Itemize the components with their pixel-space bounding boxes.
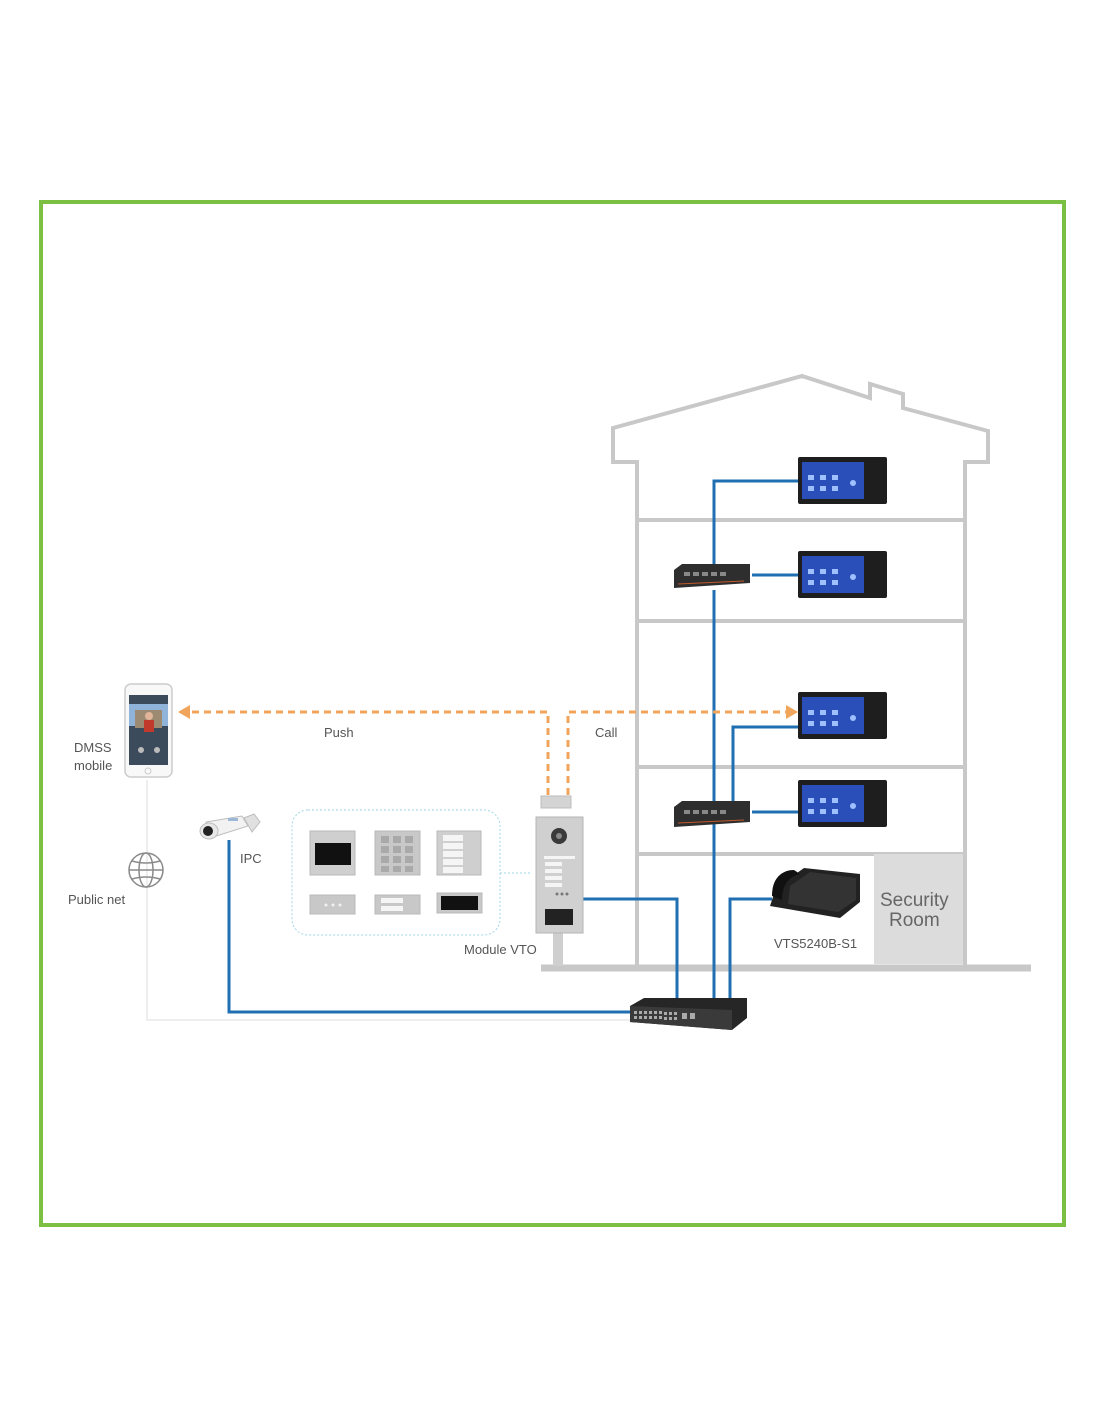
cable-floor3-monitor xyxy=(731,725,798,803)
building-roof xyxy=(611,373,990,965)
indoor-monitor xyxy=(798,457,887,504)
security-room-label-line2: Room xyxy=(889,910,940,931)
call-arrow-head xyxy=(786,705,798,719)
security-room-block xyxy=(874,854,963,964)
push-label: Push xyxy=(324,725,354,740)
security-room-label: Security xyxy=(880,890,949,911)
module-options-group xyxy=(291,809,501,936)
module-card-reader xyxy=(436,892,483,914)
signal-arrows xyxy=(185,710,790,795)
bullet-camera-icon xyxy=(199,813,261,840)
ipc-label: IPC xyxy=(240,851,262,866)
push-arrow-head xyxy=(178,705,190,719)
cable-floor1-monitor xyxy=(712,479,798,565)
vts-console xyxy=(770,868,860,918)
module-vto-label: Module VTO xyxy=(464,942,537,957)
vts-model-label: VTS5240B-S1 xyxy=(774,936,857,951)
indoor-monitor xyxy=(798,692,887,739)
indoor-monitor xyxy=(798,780,887,827)
poe-switch xyxy=(674,564,750,588)
poe-switch xyxy=(674,801,750,827)
module-display xyxy=(309,830,356,876)
module-vto xyxy=(535,795,584,966)
cable-ipc-switch xyxy=(227,840,632,1014)
module-keypad xyxy=(374,830,421,876)
globe-icon xyxy=(128,852,164,888)
call-arrow-path xyxy=(566,710,790,795)
dmss-label: DMSS xyxy=(74,740,112,755)
module-two-button xyxy=(374,894,421,915)
dmss-label-line2: mobile xyxy=(74,758,112,773)
indoor-monitor xyxy=(798,551,887,598)
call-label: Call xyxy=(595,725,618,740)
diagram-frame xyxy=(39,200,1066,1227)
module-button-panel xyxy=(436,830,482,876)
public-net-label: Public net xyxy=(68,892,125,907)
cable-vts-switch xyxy=(728,897,772,1003)
network-cabling xyxy=(227,479,798,1014)
smartphone-icon xyxy=(124,683,173,778)
module-blank-panel xyxy=(309,894,356,915)
cable-vto-switch xyxy=(583,897,679,1003)
main-network-switch xyxy=(630,998,747,1030)
public-net-link xyxy=(146,780,632,1021)
push-arrow-path xyxy=(185,710,550,795)
